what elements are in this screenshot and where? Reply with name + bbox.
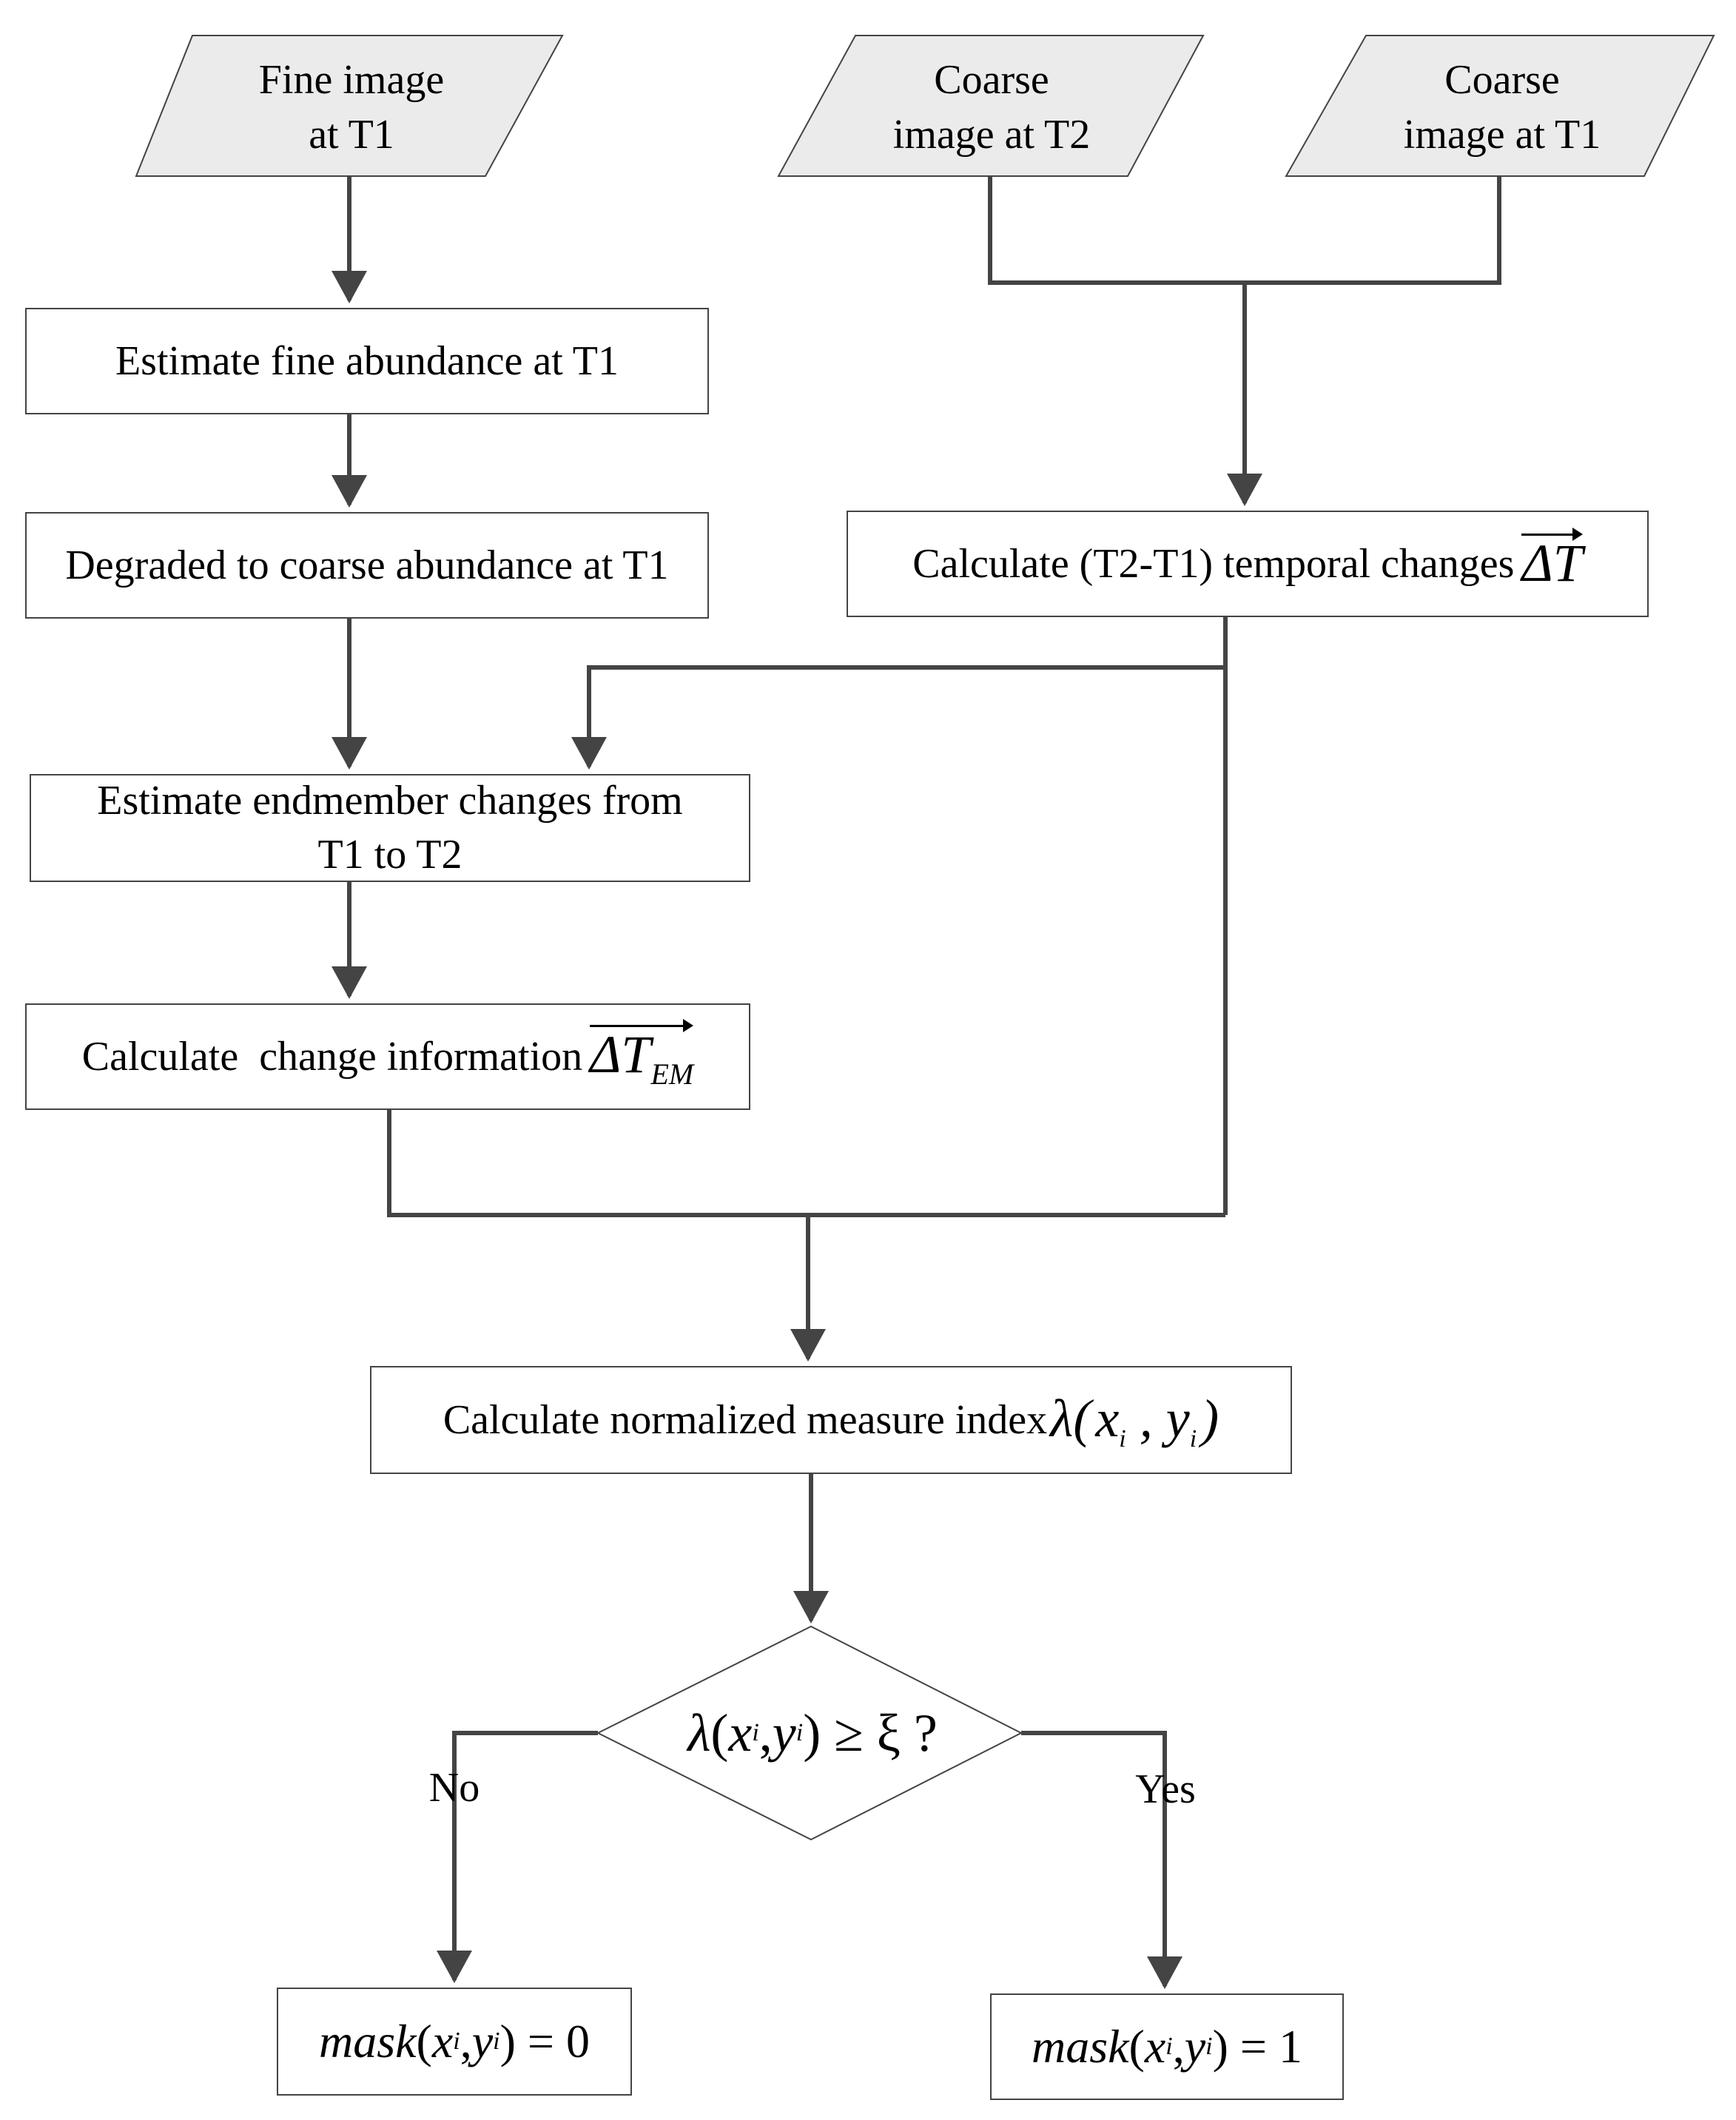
connector-coarse-merge — [988, 176, 1501, 285]
coarse-image-t2: Coarse image at T2 — [821, 44, 1162, 170]
coarse-image-t2-line1: Coarse — [934, 56, 1049, 103]
change-symbol-sub: EM — [650, 1057, 694, 1091]
decision-y-sub: i — [795, 1719, 804, 1746]
mask-zero-y: y — [471, 2015, 494, 2068]
mask-zero-prefix: mask — [319, 2015, 417, 2068]
temporal-changes-text: Calculate (T2-T1) temporal changes — [912, 540, 1515, 587]
coarse-image-t2-line2: image at T2 — [892, 112, 1091, 158]
decision-yes-label: Yes — [1135, 1766, 1196, 1812]
decision-x-sub: i — [752, 1719, 759, 1746]
degraded-coarse-abundance-text: Degraded to coarse abundance at T1 — [65, 542, 669, 588]
mask-one-x: x — [1144, 2020, 1166, 2073]
decision-no-label: No — [428, 1765, 480, 1811]
change-information-symbol: ΔTEM — [590, 1018, 694, 1094]
change-symbol-main: ΔT — [590, 1024, 651, 1084]
fine-image-t1: Fine image at T1 — [178, 44, 525, 170]
coarse-image-t2-shape — [777, 35, 1205, 177]
measure-index-lambda: λ — [1050, 1388, 1074, 1448]
coarse-image-t1-line1: Coarse — [1444, 56, 1560, 103]
estimate-fine-abundance-text: Estimate fine abundance at T1 — [115, 337, 619, 384]
estimate-fine-abundance-box: Estimate fine abundance at T1 — [25, 308, 709, 414]
mask-one-y-sub: i — [1205, 2032, 1213, 2060]
mask-zero-x: x — [431, 2015, 454, 2068]
arrow-decision-yes — [1021, 1731, 1182, 1989]
decision-y: y — [772, 1703, 796, 1763]
mask-one-value: = 1 — [1239, 2020, 1302, 2073]
change-information-box: Calculate change information ΔTEM — [25, 1003, 750, 1110]
measure-index-x: x — [1095, 1388, 1120, 1448]
fine-image-t1-line2: at T1 — [309, 112, 394, 158]
coarse-image-t1-line2: image at T1 — [1403, 112, 1601, 158]
measure-index-text: Calculate normalized measure index — [443, 1396, 1048, 1443]
mask-zero-y-sub: i — [493, 2027, 500, 2055]
endmember-changes-box: Estimate endmember changes from T1 to T2 — [30, 774, 750, 882]
mask-one-y: y — [1184, 2020, 1206, 2073]
temporal-changes-symbol: ΔT — [1521, 528, 1584, 599]
degraded-coarse-abundance-box: Degraded to coarse abundance at T1 — [25, 512, 709, 619]
coarse-image-t1-shape — [1285, 35, 1715, 177]
connector-change-info-merge — [387, 1108, 1225, 1217]
mask-one-x-sub: i — [1165, 2032, 1173, 2060]
arrow-temporal-to-endmember — [571, 665, 1225, 770]
temporal-changes-box: Calculate (T2-T1) temporal changes ΔT — [847, 511, 1649, 617]
mask-one-prefix: mask — [1032, 2020, 1129, 2073]
measure-index-y-sub: i — [1189, 1424, 1197, 1453]
measure-index-formula: λ( xi , yi ) — [1050, 1388, 1219, 1453]
endmember-changes-line1: Estimate endmember changes from — [97, 778, 683, 824]
mask-zero-value: = 0 — [527, 2015, 590, 2068]
fine-image-t1-line1: Fine image — [258, 56, 445, 103]
coarse-image-t1: Coarse image at T1 — [1332, 44, 1672, 170]
endmember-changes-line2: T1 to T2 — [317, 832, 462, 878]
measure-index-box: Calculate normalized measure index λ( xi… — [370, 1366, 1292, 1474]
decision-diamond — [596, 1625, 1023, 1841]
decision-operator: ≥ ξ ? — [834, 1703, 938, 1763]
arrow-decision-no — [437, 1731, 598, 1983]
change-information-text: Calculate change information — [81, 1033, 583, 1080]
fine-image-t1-shape — [135, 35, 564, 177]
decision-lambda: λ — [687, 1703, 711, 1763]
decision-x: x — [728, 1703, 753, 1763]
measure-index-x-sub: i — [1119, 1424, 1126, 1453]
mask-zero-x-sub: i — [453, 2027, 460, 2055]
measure-index-y: y — [1165, 1388, 1190, 1448]
